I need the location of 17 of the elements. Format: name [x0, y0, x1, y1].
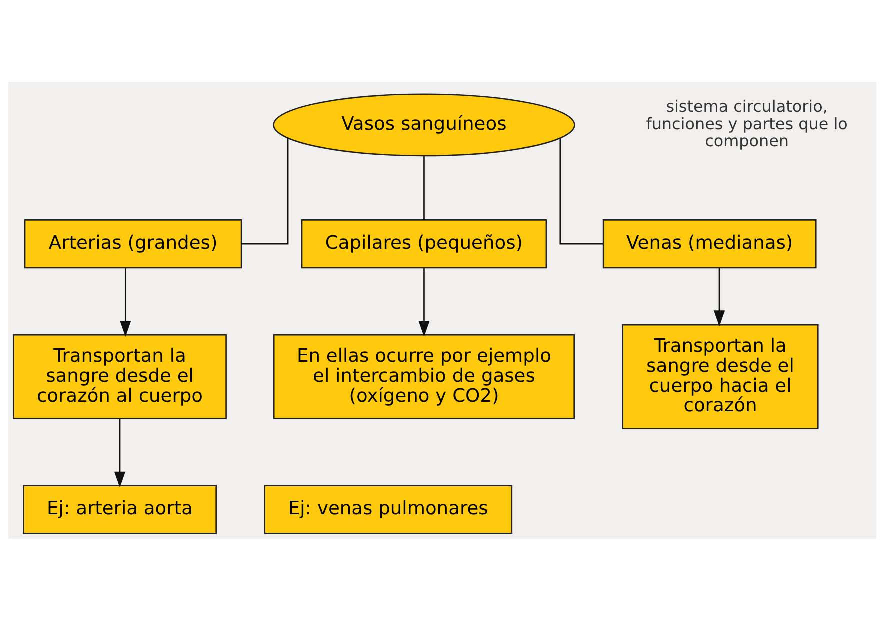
node-box: Ej: arteria aorta	[23, 485, 217, 534]
node-box: Capilares (pequeños)	[301, 220, 548, 269]
node-box: Venas (medianas)	[602, 220, 817, 269]
arrow	[120, 268, 132, 337]
node-box: Transportan la sangre desde el cuerpo hacia el corazón	[622, 324, 819, 430]
node-ellipse: Vasos sanguíneos	[273, 94, 576, 157]
arrow	[418, 268, 430, 337]
connector	[242, 138, 289, 245]
node-box: En ellas ocurre por ejemplo el intercambio de gases (oxígeno y CO2)	[273, 334, 576, 420]
node-box: Arterias (grandes)	[24, 220, 242, 269]
node-box: Transportan la sangre desde el corazón al cuerpo	[13, 334, 227, 420]
label: sistema circulatorio, funciones y partes que lo componen	[646, 97, 848, 151]
arrow	[114, 418, 126, 488]
node-box: Ej: venas pulmonares	[264, 485, 513, 534]
connector	[560, 138, 604, 245]
connector	[424, 156, 425, 220]
arrow	[714, 268, 726, 327]
